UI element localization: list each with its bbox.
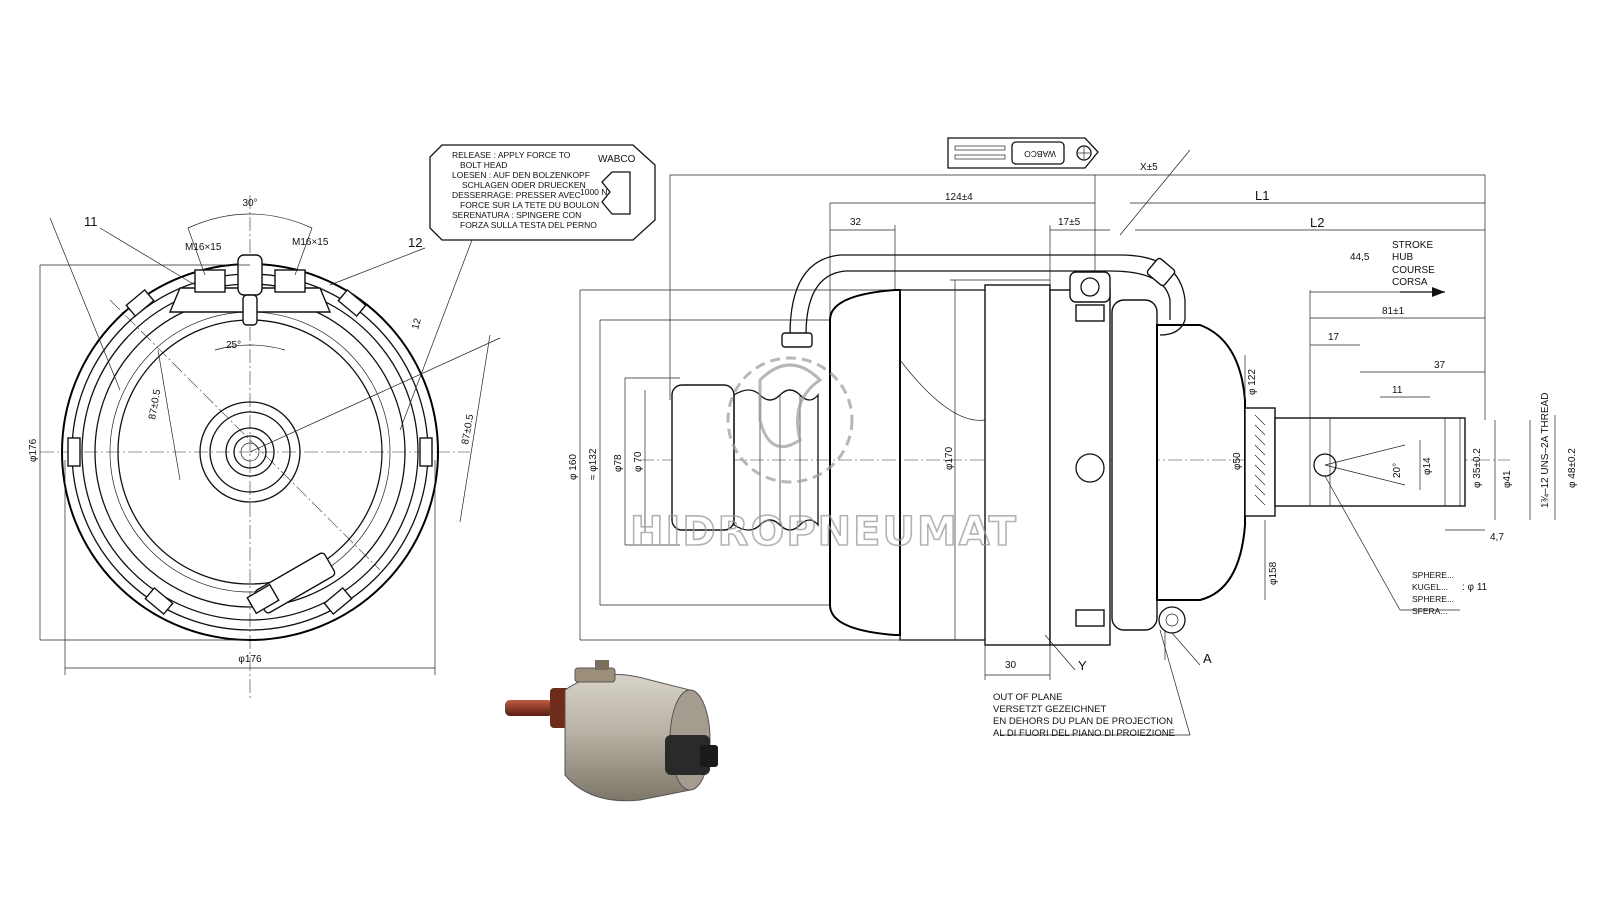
out-of-plane-4: AL DI FUORI DEL PIANO DI PROIEZIONE (993, 728, 1175, 739)
release-force: 1000 N (580, 187, 607, 197)
l1-label: L1 (1255, 188, 1269, 203)
dim-14-label: φ14 (1422, 457, 1433, 475)
release-line-7: SERENATURA : SPINGERE CON (452, 210, 581, 220)
dim-124-label: 124±4 (945, 192, 973, 203)
dim-32-label: 32 (850, 217, 862, 228)
dim-30-label: 30 (1005, 660, 1017, 671)
dim-170-label: φ170 (944, 446, 955, 470)
offset-12-label: 12 (410, 317, 424, 331)
dim-160-label: φ 160 (568, 454, 579, 480)
out-of-plane-2: VERSETZT GEZEICHNET (993, 704, 1107, 715)
l2-label: L2 (1310, 215, 1324, 230)
stroke-label-1: STROKE (1392, 240, 1433, 251)
bolt-circle-left-label: 87±0.5 (147, 388, 163, 420)
sphere-label-2: KUGEL... (1412, 582, 1448, 592)
x-tol-label: X±5 (1140, 162, 1158, 173)
angle-30-label: 30° (242, 198, 257, 209)
sphere-label-4: SFERA... (1412, 606, 1447, 616)
nameplate (947, 137, 1099, 169)
label-a: A (1203, 651, 1212, 666)
release-brand: WABCO (598, 154, 636, 165)
thread-right-label: M16×15 (292, 237, 329, 248)
dim-17-label: 17 (1328, 332, 1340, 343)
dim-122-label: φ 122 (1247, 369, 1258, 395)
nameplate-brand: WABCO (1024, 149, 1056, 159)
watermark-text: HIDROPNEUMAT (630, 509, 1018, 555)
release-line-4: SCHLAGEN ODER DRUECKEN (462, 180, 586, 190)
release-line-3: LOESEN : AUF DEN BOLZENKOPF (452, 170, 590, 180)
dim-4-7-label: 4,7 (1490, 532, 1504, 543)
sphere-label-1: SPHERE... (1412, 570, 1454, 580)
dim-48-label: φ 48±0.2 (1567, 448, 1578, 488)
release-line-2: BOLT HEAD (460, 160, 507, 170)
dia-height-label: φ176 (28, 438, 39, 462)
dim-158-label: φ158 (1268, 561, 1279, 585)
stroke-value-label: 44,5 (1350, 252, 1370, 263)
release-line-6: FORCE SUR LA TETE DU BOULON (460, 200, 599, 210)
dim-41-label: φ41 (1502, 470, 1513, 488)
dim-17-top-label: 17±5 (1058, 217, 1081, 228)
out-of-plane-1: OUT OF PLANE (993, 692, 1063, 703)
front-view (39, 195, 501, 700)
release-line-8: FORZA SULLA TESTA DEL PERNO (460, 220, 597, 230)
dim-11-label: 11 (1392, 385, 1403, 396)
product-photo (505, 660, 718, 802)
dim-37-label: 37 (1434, 360, 1446, 371)
stroke-label-2: HUB (1392, 252, 1413, 263)
dim-132-label: ≈ φ132 (588, 448, 599, 480)
side-view (579, 149, 1556, 736)
callout-12: 12 (408, 235, 422, 250)
dim-50-label: φ50 (1232, 452, 1243, 470)
release-line-5: DESSERRAGE: PRESSER AVEC (452, 190, 581, 200)
dim-35-label: φ 35±0.2 (1472, 448, 1483, 488)
label-y: Y (1078, 658, 1087, 673)
thread-label: 1¾–12 UNS–2A THREAD (1540, 393, 1551, 508)
out-of-plane-3: EN DEHORS DU PLAN DE PROJECTION (993, 716, 1173, 727)
watermark-logo (726, 356, 854, 484)
dim-70-label: φ 70 (633, 451, 644, 472)
thread-left-label: M16×15 (185, 242, 222, 253)
dim-78-label: φ78 (613, 454, 624, 472)
bolt-circle-right-label: 87±0.5 (460, 413, 476, 445)
stroke-label-3: COURSE (1392, 265, 1435, 276)
callout-11: 11 (84, 214, 98, 229)
sphere-label-3: SPHERE... (1412, 594, 1454, 604)
dim-81-label: 81±1 (1382, 306, 1405, 317)
angle-25-label: 25° (226, 340, 241, 351)
release-plate (399, 144, 656, 431)
dia-width-label: φ176 (238, 654, 262, 665)
sphere-dim-label: : φ 11 (1462, 582, 1488, 593)
release-line-1: RELEASE : APPLY FORCE TO (452, 150, 571, 160)
angle-20-label: 20° (1392, 463, 1403, 478)
stroke-label-4: CORSA (1392, 277, 1428, 288)
